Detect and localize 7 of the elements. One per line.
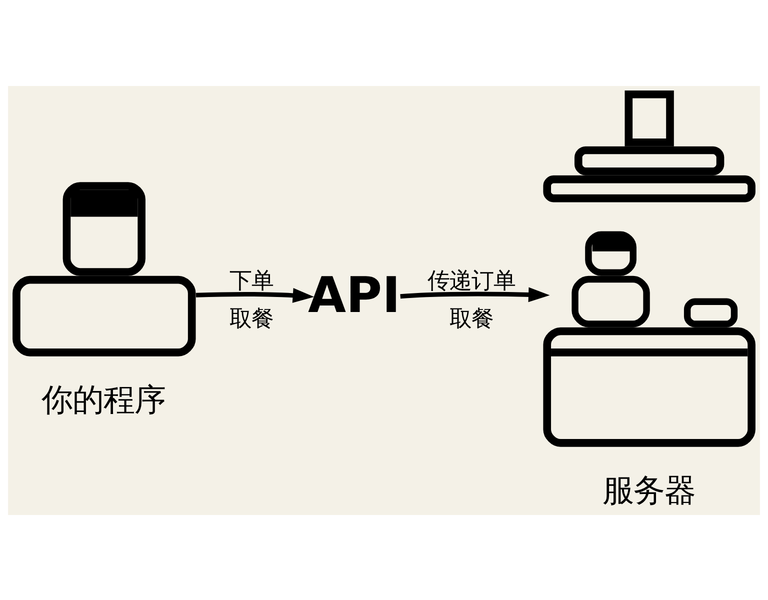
node-label: 你的程序 — [42, 382, 166, 418]
label: 取餐 — [230, 306, 274, 332]
edge-label: 下单 — [230, 268, 274, 294]
label: 取餐 — [450, 306, 494, 332]
node-label: 服务器 — [602, 472, 696, 508]
node-text: API — [308, 265, 400, 324]
edge-label: 传递订单 — [428, 268, 516, 294]
